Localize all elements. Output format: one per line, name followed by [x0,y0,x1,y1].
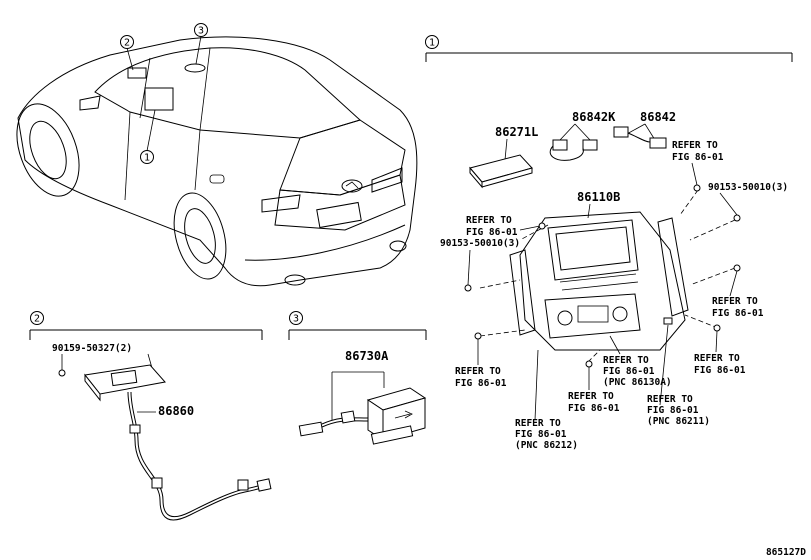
svg-text:REFER TO: REFER TO [603,355,649,366]
svg-text:REFER TO: REFER TO [647,394,693,405]
section-2: 2 90159-50327(2) 86860 [29,311,272,521]
refer-label-1: REFER TO FIG 86-01 [672,140,724,186]
refer-label-4: REFER TO FIG 86-01 [455,339,507,389]
part-label-86860: 86860 [158,404,194,418]
section-1-marker: 1 [429,38,435,49]
svg-text:(PNC 86130A): (PNC 86130A) [603,377,672,388]
svg-text:FIG 86-01: FIG 86-01 [455,378,507,389]
svg-text:FIG 86-01: FIG 86-01 [647,405,699,416]
car-illustration: 2 3 1 [16,23,418,287]
part-86110B: 86110B [464,184,741,421]
svg-text:FIG 86-01: FIG 86-01 [672,152,724,163]
part-86271L: 86271L [469,125,538,189]
part-label-86842: 86842 [640,110,676,124]
svg-text:REFER TO: REFER TO [466,215,512,226]
section-3: 3 86730A [288,311,427,445]
section-2-marker: 2 [34,314,40,325]
svg-text:REFER TO: REFER TO [568,391,614,402]
svg-text:FIG 86-01: FIG 86-01 [515,429,567,440]
part-label-86730A: 86730A [345,349,389,363]
svg-text:FIG 86-01: FIG 86-01 [603,366,655,377]
car-callout-3: 3 [198,26,204,37]
diagram-id: 865127D [766,547,806,558]
svg-text:REFER TO: REFER TO [694,353,740,364]
part-label-86110B: 86110B [577,190,620,204]
svg-text:FIG 86-01: FIG 86-01 [694,365,746,376]
refer-label-3: REFER TO FIG 86-01 [712,270,764,319]
svg-text:FIG 86-01: FIG 86-01 [466,227,518,238]
svg-text:REFER TO: REFER TO [672,140,718,151]
section-3-marker: 3 [293,314,299,325]
refer-label-7: REFER TO FIG 86-01 [694,330,746,376]
part-label-86271L: 86271L [495,125,538,139]
refer-label-5: REFER TO FIG 86-01 [568,367,620,414]
bolt-label-90153-top: 90153-50010(3) [708,182,788,193]
svg-text:REFER TO: REFER TO [515,418,561,429]
refer-label-9: REFER TO FIG 86-01 (PNC 86212) [515,418,578,451]
svg-text:REFER TO: REFER TO [455,366,501,377]
bolt-label-90159: 90159-50327(2) [52,343,132,354]
svg-text:(PNC 86212): (PNC 86212) [515,440,578,451]
svg-text:REFER TO: REFER TO [712,296,758,307]
svg-text:FIG 86-01: FIG 86-01 [568,403,620,414]
refer-label-2: REFER TO FIG 86-01 [466,215,541,238]
svg-text:FIG 86-01: FIG 86-01 [712,308,764,319]
refer-label-6: REFER TO FIG 86-01 (PNC 86130A) [603,335,672,388]
part-86842K: 86842K [549,110,616,161]
section-1-header: 1 [425,35,793,62]
bolt-label-90153-left: 90153-50010(3) [440,238,520,249]
car-callout-2: 2 [124,38,130,49]
car-callout-1: 1 [144,153,150,164]
part-86842: 86842 [613,110,676,149]
refer-label-8: REFER TO FIG 86-01 (PNC 86211) [647,394,710,427]
part-label-86842K: 86842K [572,110,616,124]
svg-text:(PNC 86211): (PNC 86211) [647,416,710,427]
